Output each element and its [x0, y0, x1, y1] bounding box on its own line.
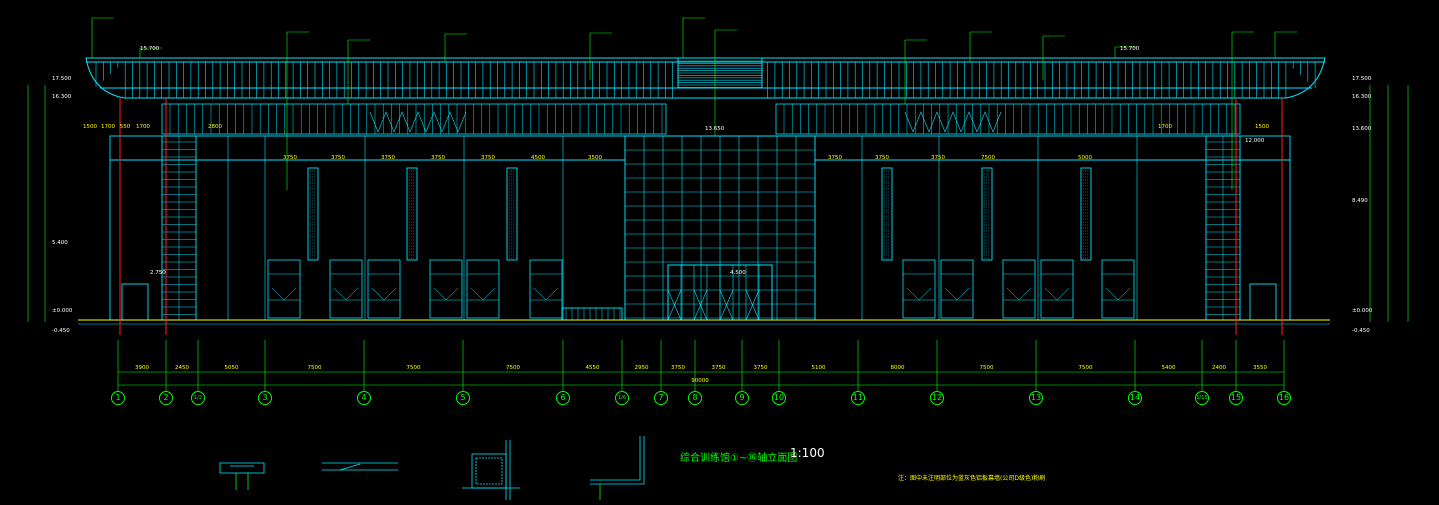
axis-label-4: 4 — [357, 391, 371, 405]
level-right: ±0.000 — [1352, 308, 1373, 314]
bottom-dim: 7500 — [406, 365, 421, 371]
axis-label-1-6: 1/6 — [615, 391, 629, 405]
level-mid: 15.700 — [140, 46, 160, 52]
axis-label-10: 10 — [772, 391, 786, 405]
lower-windows — [267, 259, 1135, 319]
axis-label-7: 7 — [654, 391, 668, 405]
axis-label-3: 3 — [258, 391, 272, 405]
axis-label-5: 5 — [456, 391, 470, 405]
level-dimension-lines — [27, 85, 1409, 322]
top-dim: 2800 — [208, 124, 222, 130]
sheet-scale: 1:100 — [790, 446, 825, 460]
detail-sketches — [219, 436, 645, 500]
level-left: 16.300 — [52, 94, 72, 100]
level-mid: 13.650 — [705, 126, 725, 132]
axis-label-8: 8 — [688, 391, 702, 405]
axis-label-13: 13 — [1029, 391, 1043, 405]
sheet-title: 综合训练馆①~⑯轴立面图 — [680, 453, 798, 464]
annotation-leaders — [91, 17, 1297, 190]
axis-label-16: 16 — [1277, 391, 1291, 405]
bottom-dimension-lines — [118, 371, 1284, 386]
level-right: 8.490 — [1352, 198, 1368, 204]
top-dim: 4500 — [531, 155, 545, 161]
bottom-dim: 5400 — [1161, 365, 1176, 371]
top-dim: 3750 — [431, 155, 445, 161]
level-left: -0.450 — [52, 328, 70, 334]
bottom-dim: 3550 — [1253, 365, 1267, 371]
level-mid: 12.000 — [1245, 138, 1265, 144]
axis-label-6: 6 — [556, 391, 570, 405]
level-mid: 4.500 — [730, 270, 746, 276]
bottom-dim: 4550 — [585, 365, 600, 371]
pilasters — [307, 167, 1092, 261]
right-side-door — [1249, 283, 1277, 321]
bottom-dim: 2400 — [1212, 365, 1226, 371]
bottom-dim: 7500 — [307, 365, 322, 371]
left-side-door — [121, 283, 149, 321]
overall-dim: 90000 — [691, 378, 709, 384]
axis-label-1-15: 1/15 — [1195, 391, 1209, 405]
vent-lines — [678, 60, 762, 88]
top-dim: 1500 — [1255, 124, 1269, 130]
axis-label-1-2: 1/2 — [191, 391, 205, 405]
top-dim: 3750 — [875, 155, 889, 161]
level-left: 5.400 — [52, 240, 68, 246]
top-dim: 3750 — [931, 155, 945, 161]
bottom-dim: 7500 — [506, 365, 520, 371]
entrance-ramp — [561, 307, 623, 321]
roof-canopy — [85, 57, 1326, 99]
level-mid: 2.750 — [150, 270, 166, 276]
top-dim: 1700 — [1158, 124, 1172, 130]
top-dim: 3500 — [588, 155, 602, 161]
level-right: -0.450 — [1352, 328, 1370, 334]
bottom-dim: 5100 — [811, 365, 826, 371]
bottom-dim: 8000 — [890, 365, 905, 371]
axis-label-14: 14 — [1128, 391, 1142, 405]
ground-line — [78, 319, 1330, 325]
top-dim: 3750 — [481, 155, 495, 161]
clerestory-band — [161, 103, 1241, 135]
top-dim: 7500 — [981, 155, 995, 161]
axis-label-15: 15 — [1229, 391, 1243, 405]
top-dim: 3750 — [381, 155, 395, 161]
bottom-dim: 7500 — [1078, 365, 1093, 371]
top-dim: 550 — [119, 124, 131, 130]
top-dim: 1500 — [83, 124, 97, 130]
bottom-dim: 3750 — [711, 365, 726, 371]
axis-label-11: 11 — [851, 391, 865, 405]
bottom-dim: 7500 — [979, 365, 994, 371]
top-dim: 5000 — [1078, 155, 1092, 161]
axis-label-12: 12 — [930, 391, 944, 405]
general-note: 注：图中未注明部位为蓝灰色铝板幕墙(公司D级色)粉刷 — [898, 475, 1046, 482]
bottom-dim: 2450 — [175, 365, 189, 371]
bottom-dim: 3900 — [135, 365, 149, 371]
level-right: 17.500 — [1352, 76, 1372, 82]
axis-label-9: 9 — [735, 391, 749, 405]
top-dim: 3750 — [331, 155, 345, 161]
level-right: 16.300 — [1352, 94, 1372, 100]
top-dim: 3750 — [283, 155, 297, 161]
axis-label-2: 2 — [159, 391, 173, 405]
roof-ribs — [95, 62, 1316, 98]
top-dim: 3750 — [828, 155, 842, 161]
section-markers — [119, 98, 1283, 335]
level-left: ±0.000 — [52, 308, 73, 314]
level-mid: 15.700 — [1120, 46, 1140, 52]
level-left: 17.500 — [52, 76, 72, 82]
axis-tick-lines — [117, 340, 1285, 392]
bottom-dim: 3750 — [671, 365, 685, 371]
top-dim: 1700 — [101, 124, 115, 130]
bottom-dim: 2950 — [634, 365, 649, 371]
axis-label-1: 1 — [111, 391, 125, 405]
bottom-dim: 3750 — [753, 365, 768, 371]
level-right: 13.600 — [1352, 126, 1372, 132]
top-dim: 1700 — [136, 124, 150, 130]
bottom-dim: 5050 — [224, 365, 239, 371]
